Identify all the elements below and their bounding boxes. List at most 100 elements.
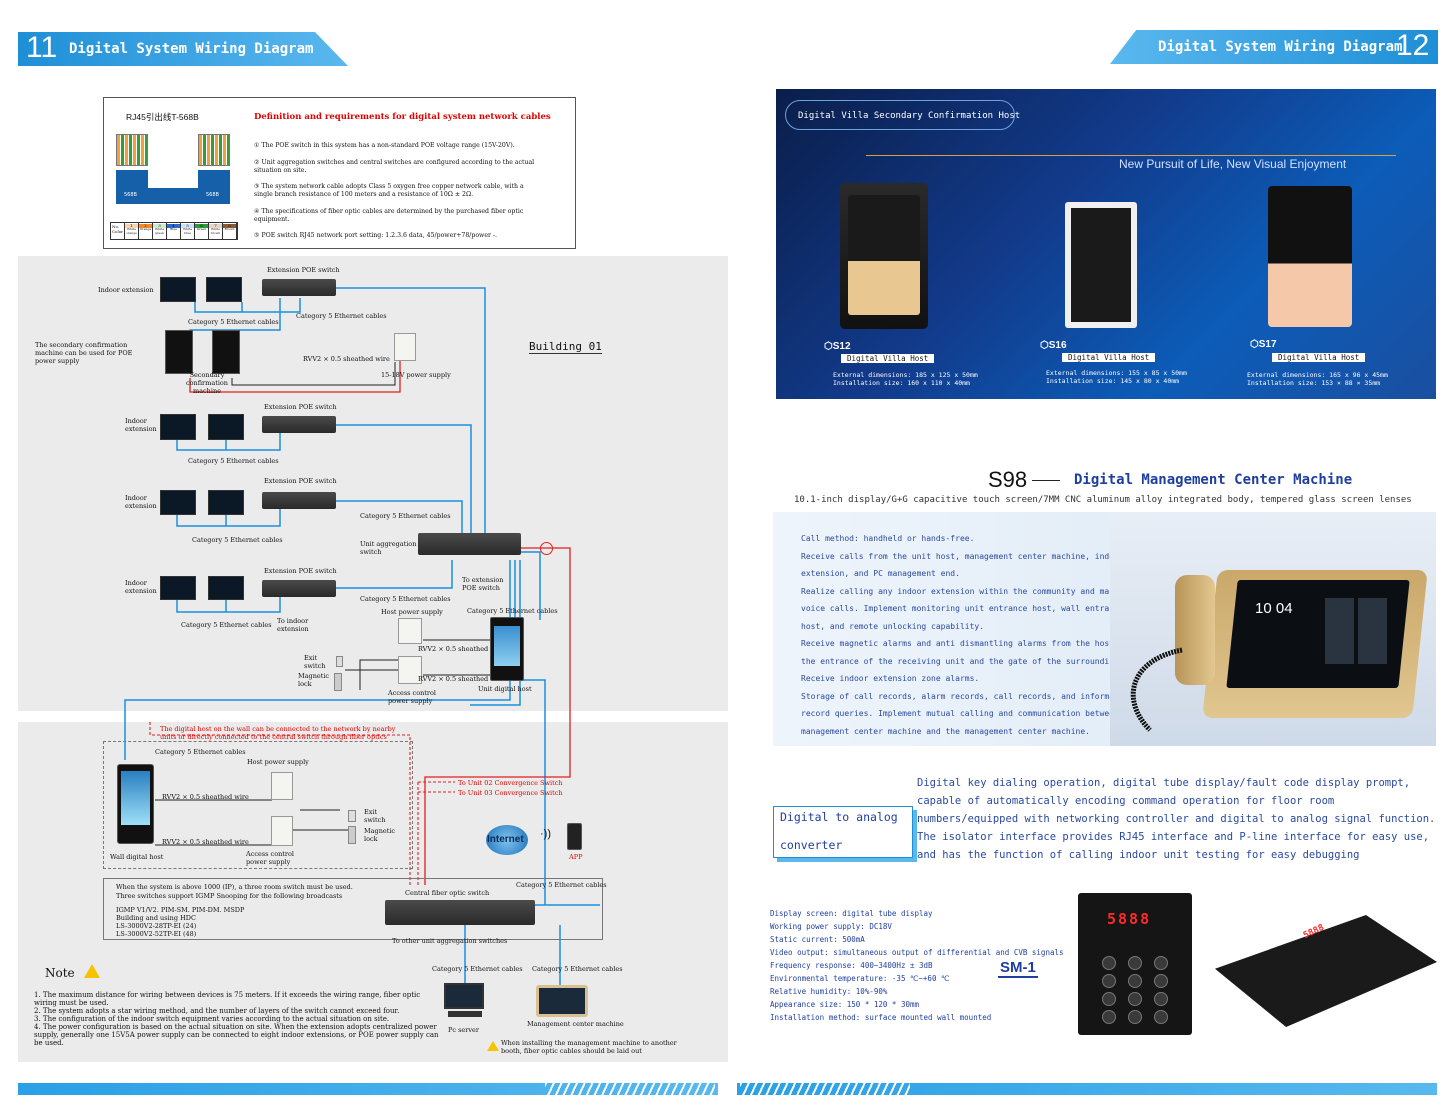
label-management-center: Management center machine (527, 1020, 624, 1028)
mgmt-warning: When installing the management machine t… (501, 1039, 677, 1055)
rj45-cell-number: 5 (181, 223, 194, 229)
left-bottom-stripes (545, 1083, 715, 1095)
definition-item: ② Unit aggregation switches and central … (254, 158, 535, 174)
s98-feature-line: Receive calls from the unit host, manage… (801, 551, 1124, 561)
s98-feature-line: Call method: handheld or hands-free. (801, 534, 975, 543)
igmp-1: IGMP V1/V2. PIM-SM. PIM-DM. MSDP (116, 906, 245, 914)
s16-name: Digital Villa Host (1062, 353, 1156, 362)
exit-switch-1 (336, 656, 343, 667)
label-wall-digital-host: Wall digital host (110, 853, 164, 861)
s98-feature-line: Realize calling any indoor extension wit… (801, 586, 1129, 596)
s98-feature-line: host, and remote unlocking capability. (801, 621, 985, 631)
rj45-plug-right (198, 134, 230, 166)
label-cat5-9: Category 5 Ethernet cables (155, 748, 246, 756)
s98-coiled-cord (1130, 647, 1183, 732)
sm1-spec-line: Environmental temperature: -35 ℃~+60 ℃ (770, 974, 950, 983)
label-cat5-8: Category 5 Ethernet cables (467, 607, 558, 615)
s98-feature-line: record queries. Implement mutual calling… (801, 709, 1139, 718)
rj45-header-cell: No.Color (111, 223, 125, 239)
s17-name: Digital Villa Host (1272, 353, 1366, 362)
rj45-no-label: No. (112, 224, 120, 229)
s12-panel (848, 195, 920, 315)
s98-feature-line: Receive indoor extension zone alarms. (801, 674, 980, 683)
rj45-568b-left: 568B (124, 192, 137, 198)
indoor-monitor-1a (160, 277, 196, 302)
igmp-3: LS-3000V2-28TP-EI (24) (116, 922, 197, 930)
switch-note-2: Three switches support IGMP Snooping for… (116, 892, 343, 900)
label-cat5-2: Category 5 Ethernet cables (296, 312, 387, 320)
label-cat5-1: Category 5 Ethernet cables (188, 318, 279, 326)
left-page-title: Digital System Wiring Diagram (69, 41, 314, 57)
definition-item: ① The POE switch in this system has a no… (254, 142, 515, 149)
villa-banner-title: Digital Villa Secondary Confirmation Hos… (798, 111, 1021, 121)
label-cat5-11: Category 5 Ethernet cables (432, 965, 523, 973)
exit-switch-2 (348, 810, 356, 822)
label-indoor-extension-1: Indoor extension (98, 286, 154, 294)
converter-label-2: converter (780, 838, 843, 852)
management-center-screen (539, 988, 585, 1014)
s16-dims: External dimensions: 155 x 85 x 50mm (1046, 369, 1187, 377)
converter-label-1: Digital to analog (780, 810, 898, 824)
sm1-key (1102, 1010, 1116, 1024)
unit-host-screen (494, 626, 520, 666)
note-item: 2. The system adopts a star wiring metho… (34, 1007, 400, 1016)
switch-note-1: When the system is above 1000 (IP), a th… (116, 883, 353, 891)
unit-aggregation-switch (418, 533, 521, 555)
central-fiber-switch (385, 900, 535, 925)
label-poe-switch-4: Extension POE switch (264, 567, 337, 575)
indoor-monitor-4a (160, 576, 196, 600)
igmp-2: Building and using HDC (116, 914, 196, 922)
access-power-supply-1 (398, 656, 422, 684)
rj45-cable (116, 188, 230, 204)
s16-device (1065, 202, 1137, 328)
indoor-monitor-2b (208, 414, 244, 440)
sm1-spec-line: Video output: simultaneous output of dif… (770, 948, 1064, 957)
sm1-spec-line: Static current: 500mA (770, 935, 865, 944)
label-rvv2-3: RVV2 × 0.5 sheathed wire (418, 675, 505, 683)
label-power-1518: 15-18V power supply (381, 371, 451, 379)
label-unit-digital-host: Unit digital host (478, 685, 532, 693)
right-page-number: 12 (1396, 29, 1430, 62)
definition-title: Definition and requirements for digital … (254, 112, 551, 122)
sm1-spec-line: Relative humidity: 10%-90% (770, 987, 888, 996)
pc-keyboard-icon (448, 1011, 482, 1017)
label-indoor-extension-2: Indoor extension (125, 417, 157, 433)
indoor-monitor-2a (160, 414, 196, 440)
label-to-indoor-extension: To indoor extension (277, 617, 309, 633)
label-cat5-12: Category 5 Ethernet cables (532, 965, 623, 973)
label-rvv2-1: RVV2 × 0.5 sheathed wire (303, 355, 390, 363)
left-bottom-bar (18, 1083, 718, 1095)
s12-model: ⬡S12 (824, 341, 851, 352)
sm1-display: 5888 (1107, 910, 1152, 928)
indoor-monitor-1b (206, 277, 242, 302)
indoor-monitor-4b (208, 576, 244, 600)
s98-model: S98 (988, 467, 1028, 492)
sm1-key (1102, 974, 1116, 988)
sm1-key (1154, 956, 1168, 970)
building-panel (18, 256, 728, 711)
s17-model: ⬡S17 (1250, 339, 1277, 350)
s98-feature-line: management center machine and the manage… (801, 726, 1090, 736)
sm1-key (1128, 974, 1142, 988)
note-item: 4. The power configuration is based on t… (34, 1023, 439, 1048)
rj45-cell-color: White blue (183, 227, 192, 235)
sm1-key (1128, 1010, 1142, 1024)
poe-switch-4 (262, 580, 336, 597)
label-cat5-10: Category 5 Ethernet cables (516, 881, 607, 889)
s16-panel (1071, 208, 1131, 322)
label-to-unit03: To Unit 03 Convergence Switch (458, 789, 563, 797)
right-page-title: Digital System Wiring Diagram (1158, 39, 1403, 55)
s98-dash: —— (1032, 471, 1060, 487)
rj45-boot-right (198, 170, 230, 190)
switch-note-box (103, 878, 603, 940)
rj45-cell-number: 7 (209, 223, 222, 229)
rj45-cell-color: White orange (126, 227, 137, 235)
wall-host-box (103, 741, 413, 869)
definition-list: ① The POE switch in this system has a no… (254, 142, 544, 249)
s98-handset (1175, 575, 1215, 685)
